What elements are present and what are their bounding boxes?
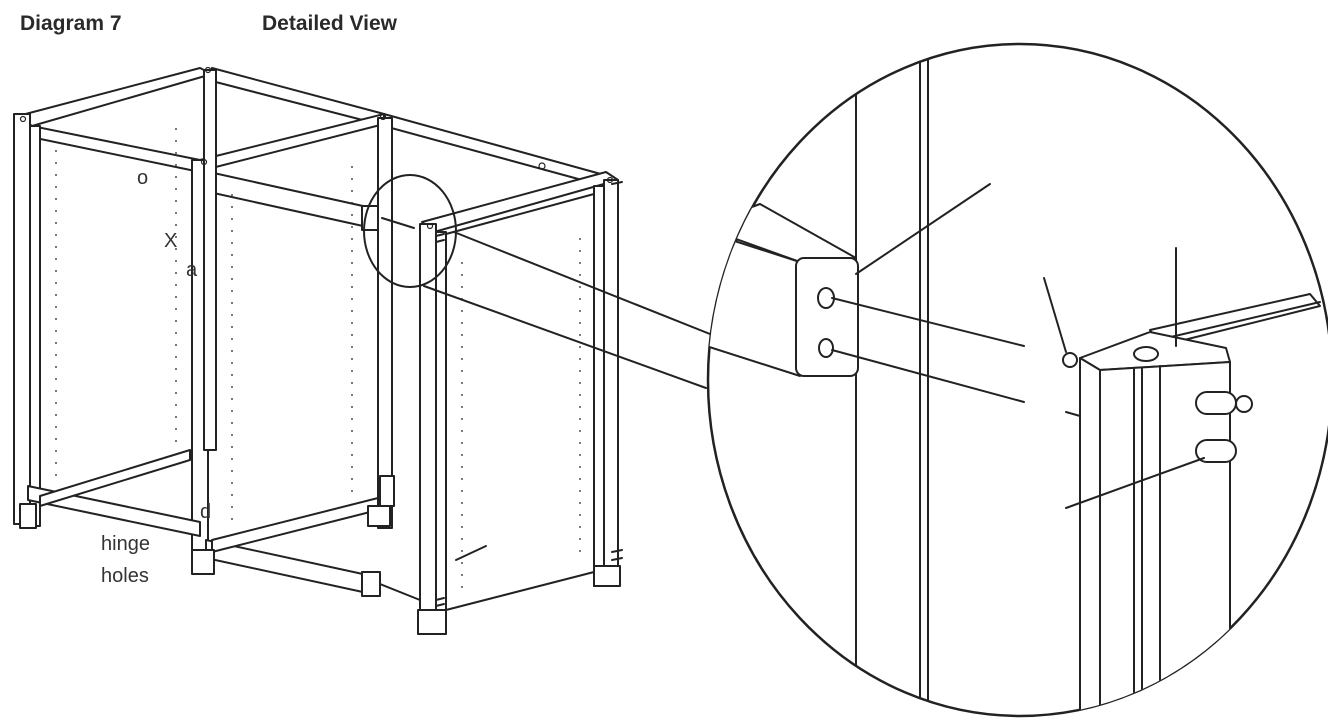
rail-end-plate xyxy=(795,257,859,377)
rail-end-lower xyxy=(361,571,381,597)
side-panel-right xyxy=(445,193,595,611)
post-back xyxy=(203,69,217,451)
post-far-right-inner xyxy=(593,185,605,587)
top-rail-back-right xyxy=(207,67,385,125)
top-rail-back xyxy=(17,67,213,127)
detailed-view-title: Detailed View xyxy=(262,12,398,35)
foot-middle xyxy=(191,549,215,575)
bracket-lower xyxy=(379,475,395,507)
bottom-rail-back xyxy=(39,449,191,507)
detail-circle xyxy=(706,42,1328,718)
hinge-holes-label-line2: holes xyxy=(101,565,149,587)
diagram-title: Diagram 7 xyxy=(20,12,122,35)
post-left-inner xyxy=(29,125,41,527)
bottom-rail-front xyxy=(27,485,201,537)
foot-front-right xyxy=(417,609,447,635)
part-label-a: a xyxy=(186,259,198,281)
part-label-x: X xyxy=(164,230,178,252)
top-rail-mid xyxy=(199,113,393,171)
part-label-o: o xyxy=(137,167,149,189)
bottom-rail-mid xyxy=(211,497,379,553)
front-rail-upper xyxy=(199,169,373,229)
magnify-marker xyxy=(363,174,457,288)
top-rail-front xyxy=(21,123,201,173)
post-left xyxy=(13,113,31,525)
foot-far-right xyxy=(593,565,621,587)
foot-left xyxy=(19,503,37,529)
foot-back xyxy=(367,505,391,527)
cabinet-frame xyxy=(13,66,623,635)
part-label-d: d xyxy=(200,501,212,523)
post-far-right xyxy=(603,179,619,587)
hinge-holes-label-line1: hinge xyxy=(101,533,150,555)
